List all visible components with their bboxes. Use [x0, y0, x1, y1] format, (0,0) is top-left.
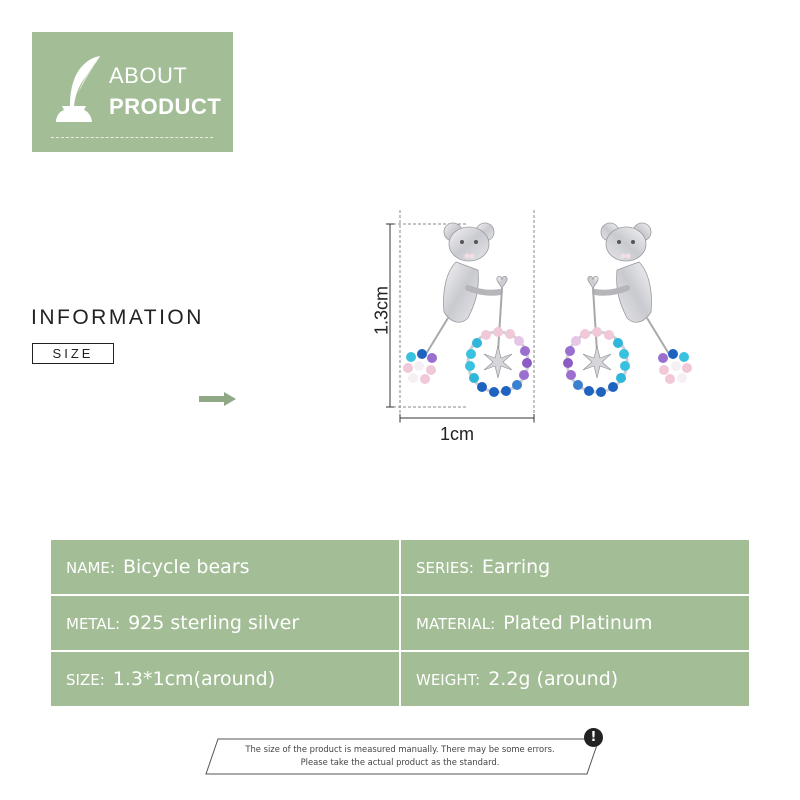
- table-row: SIZE:1.3*1cm(around) WEIGHT:2.2g (around…: [49, 650, 751, 708]
- information-heading: INFORMATION: [31, 306, 204, 329]
- notice-frame: [205, 738, 600, 775]
- earring-right-image: [563, 222, 692, 397]
- dashed-divider: [51, 137, 213, 138]
- height-label: 1.3cm: [371, 285, 392, 336]
- notice-line-2: Please take the actual product as the st…: [300, 757, 500, 767]
- table-row: NAME:Bicycle bears SERIES:Earring: [49, 538, 751, 596]
- spec-weight: WEIGHT:2.2g (around): [399, 650, 751, 708]
- spec-name: NAME:Bicycle bears: [49, 538, 401, 596]
- table-row: METAL:925 sterling silver MATERIAL:Plate…: [49, 594, 751, 652]
- spec-table: NAME:Bicycle bears SERIES:Earring METAL:…: [49, 538, 751, 708]
- about-label: ABOUT: [109, 63, 188, 88]
- width-label: 1cm: [440, 424, 475, 444]
- spec-material: MATERIAL:Plated Platinum: [399, 594, 751, 652]
- product-label: PRODUCT: [109, 94, 222, 119]
- spec-size: SIZE:1.3*1cm(around): [49, 650, 401, 708]
- about-product-banner: ABOUT PRODUCT: [32, 32, 233, 152]
- arrow-right-icon: [199, 392, 236, 406]
- size-tag: SIZE: [32, 343, 114, 364]
- exclamation-icon: !: [584, 728, 603, 747]
- quill-inkwell-icon: [56, 56, 100, 122]
- spec-metal: METAL:925 sterling silver: [49, 594, 401, 652]
- notice-line-1: The size of the product is measured manu…: [245, 744, 555, 754]
- measurement-notice: The size of the product is measured manu…: [210, 743, 590, 769]
- earring-left-image: [403, 222, 532, 397]
- spec-series: SERIES:Earring: [399, 538, 751, 596]
